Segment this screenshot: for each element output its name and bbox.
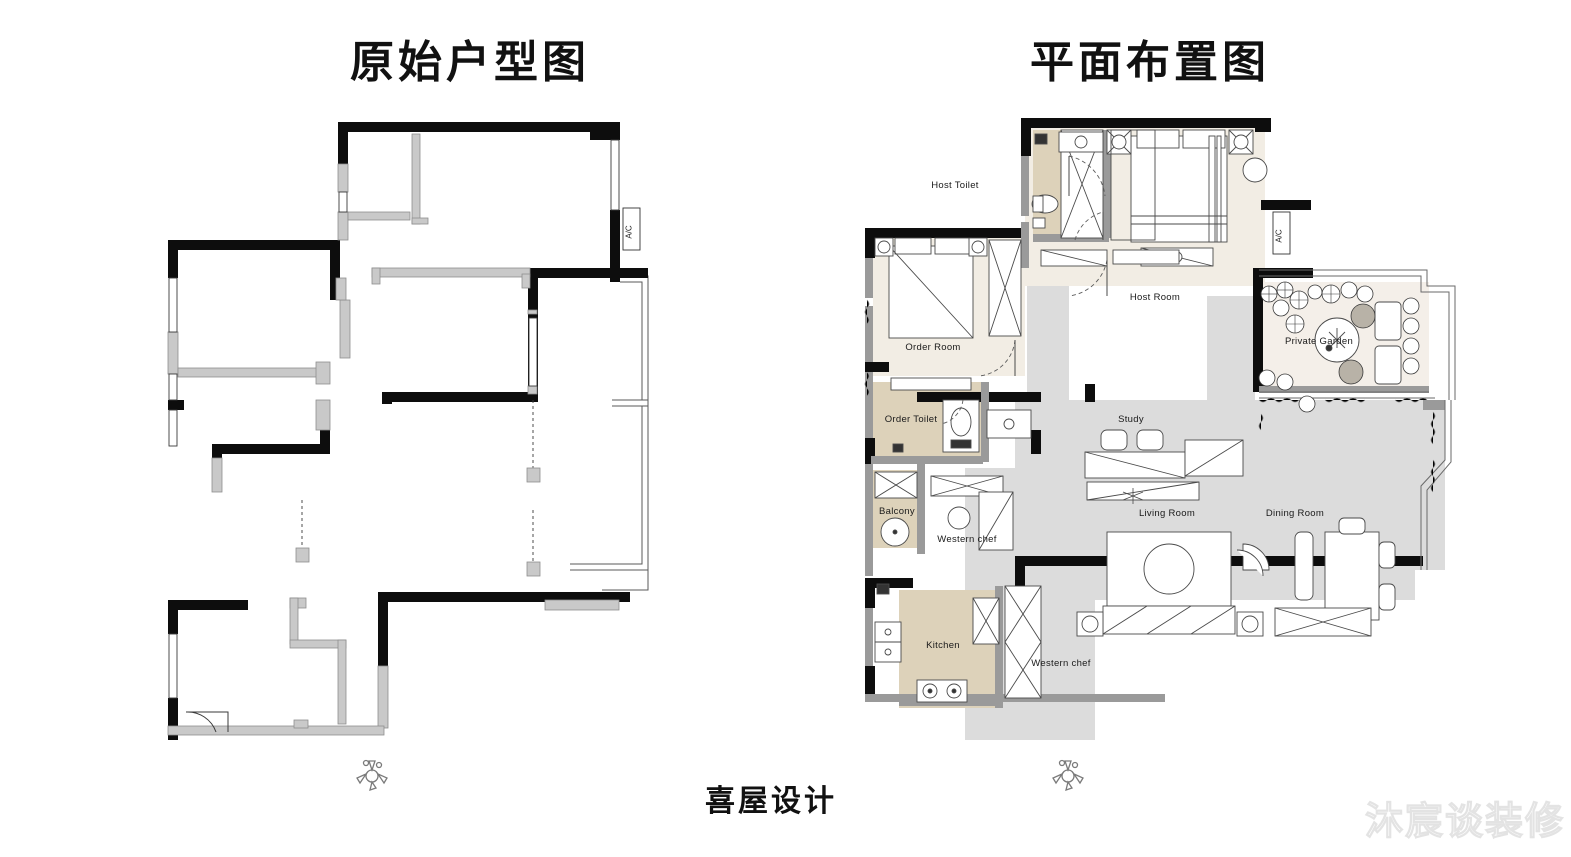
- texture-hatch: [864, 299, 1436, 493]
- ac-label-original: A/C: [625, 225, 634, 239]
- garden-planting-symbols: [1258, 281, 1420, 413]
- door-swing-symbols: [940, 155, 1108, 425]
- room-label-host-room: Host Room: [1130, 292, 1180, 303]
- structural-walls: [168, 122, 648, 740]
- layout-plan-title: 平面布置图: [1030, 37, 1270, 88]
- partition-walls: [167, 133, 620, 736]
- compass-rose-icon-layout: [1052, 759, 1084, 791]
- room-label-western-chef-lower: Western chef: [1031, 658, 1090, 669]
- room-label-balcony: Balcony: [879, 506, 915, 517]
- room-label-host-toilet: Host Toilet: [931, 180, 979, 191]
- room-label-order-room: Order Room: [905, 342, 960, 353]
- compass-rose-icon-original: [356, 759, 388, 791]
- original-floor-plan-drawing: A/C: [167, 122, 649, 740]
- studio-credit: 喜屋设计: [705, 784, 837, 819]
- room-label-kitchen: Kitchen: [926, 640, 960, 651]
- ac-unit-original: A/C: [622, 207, 641, 251]
- room-label-order-toilet: Order Toilet: [885, 414, 938, 425]
- watermark-text: 沐宸谈装修: [1364, 799, 1565, 844]
- room-label-living-room: Living Room: [1139, 508, 1195, 519]
- room-label-western-chef-upper: Western chef: [937, 534, 996, 545]
- layout-floor-plan-drawing: A/C Host Toilet Host Room Order Room Ord…: [864, 118, 1456, 740]
- room-label-dining-room: Dining Room: [1266, 508, 1324, 519]
- door-swing: [185, 711, 229, 733]
- room-labels: Host Toilet Host Room Order Room Order T…: [879, 180, 1353, 669]
- furniture-layer: [874, 129, 1402, 703]
- window-openings: [168, 139, 620, 699]
- outer-contour: [570, 275, 649, 591]
- room-label-study: Study: [1118, 414, 1144, 425]
- ac-label-layout: A/C: [1275, 229, 1284, 243]
- room-label-private-garden: Private Garden: [1285, 336, 1353, 347]
- fixture-guides: [301, 400, 534, 566]
- original-plan-title: 原始户型图: [350, 37, 590, 88]
- ac-unit-layout: A/C: [1272, 211, 1291, 255]
